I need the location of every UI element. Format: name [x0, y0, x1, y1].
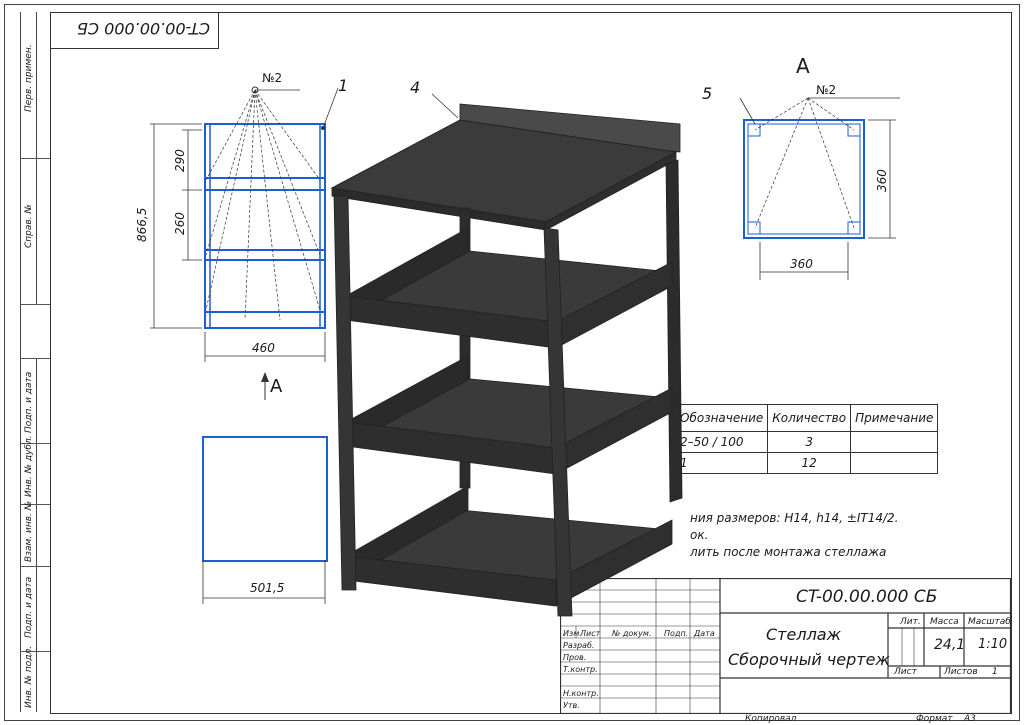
- section-view-drawing: [739, 97, 900, 280]
- title-block-mass-header: Масса: [930, 617, 959, 627]
- section-dim-width: 360: [790, 257, 813, 271]
- title-block-scale-header: Масштаб: [968, 617, 1011, 627]
- sheet-inner-frame: [50, 12, 1012, 714]
- view-arrow-label: A: [270, 376, 283, 397]
- corner-stamp: [50, 12, 219, 49]
- front-dim-width: 460: [252, 341, 275, 355]
- front-view-drawing: [150, 86, 339, 400]
- corner-stamp-text: CT-00.00.000 СБ: [76, 19, 210, 38]
- tb-role-nkontr: Н.контр.: [563, 689, 599, 698]
- shelf-3d-render: [330, 103, 683, 617]
- tb-role-razrab: Разраб.: [563, 641, 595, 650]
- section-view-label: A: [796, 54, 810, 78]
- spec-cell: [850, 452, 939, 474]
- side-cell-1: [20, 158, 50, 159]
- title-block-sheet-label: Лист: [894, 667, 917, 677]
- spec-header-note: Примечание: [850, 404, 939, 432]
- side-label-podp1: Подп. и дата: [24, 371, 34, 433]
- title-block-sheets-count: 1: [992, 667, 998, 677]
- side-label-perv: Перв. примен.: [24, 44, 34, 112]
- title-block-mass: 24,1: [934, 637, 966, 653]
- section-weld-mark: №2: [816, 83, 837, 97]
- side-cell-6: [20, 566, 50, 567]
- side-cell-5: [20, 504, 50, 505]
- note-line-2: ок.: [690, 528, 709, 542]
- spec-cell: [850, 431, 939, 453]
- tb-header-podp: Подп.: [664, 629, 689, 638]
- tb-header-izm: Изм.: [563, 629, 582, 638]
- tb-header-date: Дата: [694, 629, 715, 638]
- front-dim-height: 866,5: [135, 207, 149, 242]
- title-block-lit-header: Лит.: [900, 617, 921, 627]
- plate-view: [202, 436, 328, 562]
- title-block-name-1: Стеллаж: [766, 625, 842, 644]
- side-cell-7: [20, 651, 50, 652]
- front-weld-mark: №2: [262, 71, 283, 85]
- spec-table: Обозначение Количество Примечание 2–50 /…: [676, 404, 939, 474]
- side-cell-3: [20, 358, 50, 359]
- side-strip: [20, 12, 51, 712]
- side-label-vzam: Взам. инв. №: [24, 500, 34, 562]
- front-leader-label: 1: [338, 76, 349, 95]
- spec-cell: 3: [767, 431, 852, 453]
- tb-header-doc: № докум.: [612, 629, 652, 638]
- title-block-name-2: Сборочный чертеж: [728, 650, 890, 669]
- title-block-sheets-label: Листов: [944, 667, 978, 677]
- tb-role-prov: Пров.: [563, 653, 587, 662]
- sheet-outer-border: [4, 4, 1020, 721]
- front-dim-upper: 290: [173, 149, 187, 172]
- side-strip-divider2: [36, 358, 51, 712]
- section-dim-height: 360: [875, 169, 889, 192]
- part-4-leader: [431, 93, 459, 119]
- title-block-doc-code: CT-00.00.000 СБ: [796, 587, 938, 607]
- side-label-sprav: Справ. №: [24, 204, 34, 248]
- copied-label: Копировал: [745, 714, 797, 724]
- note-line-1: ния размеров: H14, h14, ±IT14/2.: [690, 511, 899, 525]
- format-label: Формат: [916, 714, 953, 724]
- spec-header-quantity: Количество: [767, 404, 852, 432]
- tb-role-tkontr: Т.контр.: [563, 665, 598, 674]
- title-block-scale: 1:10: [978, 637, 1008, 652]
- note-line-3: лить после монтажа стеллажа: [690, 545, 887, 559]
- section-leader-label: 5: [702, 84, 713, 103]
- spec-cell: 12: [767, 452, 852, 474]
- side-cell-2: [20, 304, 50, 305]
- side-cell-4: [20, 443, 50, 444]
- plate-dim-width: 501,5: [250, 581, 285, 595]
- plate-dimension: [202, 560, 326, 604]
- front-dim-lower: 260: [173, 212, 187, 235]
- side-label-dubl: Инв. № дубл.: [24, 435, 34, 497]
- side-label-inv: Инв. № подл.: [24, 645, 34, 708]
- part-label-4: 4: [410, 78, 421, 97]
- tb-role-utv: Утв.: [563, 701, 580, 710]
- format-value: A3: [964, 714, 976, 724]
- tb-header-list: Лист: [580, 629, 601, 638]
- side-label-podp2: Подп. и дата: [24, 576, 34, 638]
